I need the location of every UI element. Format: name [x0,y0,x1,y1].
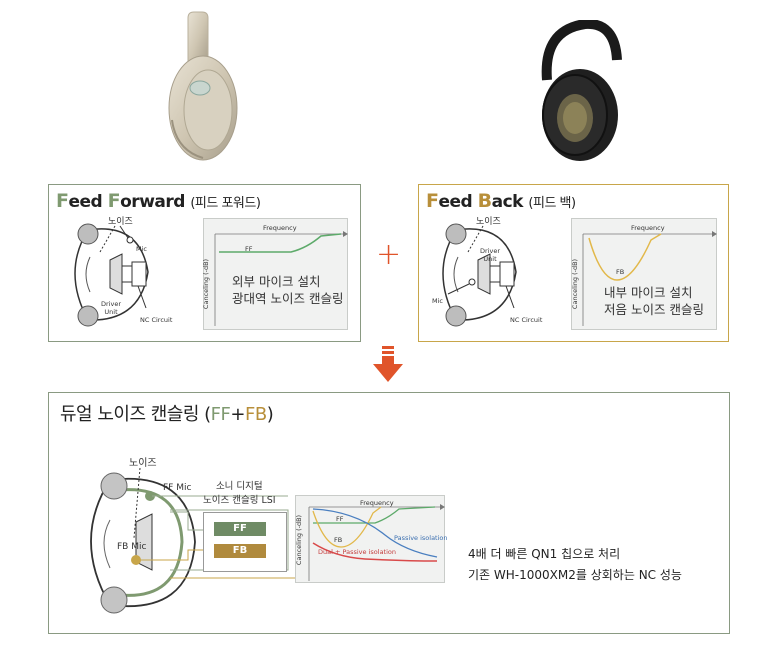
dual-ff-mic-label: FF Mic [163,483,192,493]
dual-graph-axis: Canceling (-dB) [295,514,304,566]
dual-lsi-line-1: 소니 디지털 [215,481,263,492]
dual-passive-curve [312,508,438,558]
dual-noise-label: 노이즈 [129,458,157,469]
fb-mic-label: Mic [432,297,443,305]
fb-noise-label: 노이즈 [476,217,501,227]
fb-driver-label: Driver Unit [480,247,501,263]
fb-description-line-1: 내부 마이크 설치 [604,285,693,300]
dual-fb-curve [312,506,382,548]
fb-title-korean: (피드 백) [528,196,576,211]
ff-title-part-1: eed [68,192,108,212]
ff-graph-axis: Canceling (-dB) [202,258,211,310]
dual-lsi-label: 소니 디지털 노이즈 캔슬링 LSI [203,478,276,506]
fb-graph [571,218,717,330]
ff-graph [203,218,348,330]
dual-description-line-2: 기존 WH-1000XM2를 상회하는 NC 성능 [468,568,682,582]
lsi-chip-ff: FF [214,522,266,536]
fb-curve [588,233,662,281]
dual-ff-curve [313,506,436,524]
fb-nc-circuit-label: NC Circuit [510,316,543,324]
lsi-chip-box [203,512,287,572]
dual-title-ff: FF [210,404,231,425]
dual-title-main: 듀얼 노이즈 캔슬링 ( [60,404,211,425]
fb-ear-diagram [442,223,517,327]
fb-description-line-2: 저음 노이즈 캔슬링 [604,302,704,317]
fb-title-initial-1: F [426,190,439,212]
dual-lsi-line-2: 노이즈 캔슬링 LSI [203,495,276,506]
dual-fb-curve-label: FB [334,536,343,544]
dual-combined-curve-label: Dual + Passive isolation [318,548,397,556]
fb-graph-frequency: Frequency [631,224,665,232]
dual-panel-title: 듀얼 노이즈 캔슬링 (FF+FB) [60,400,274,426]
fb-panel-title: Feed Back (피드 백) [426,190,576,212]
dual-graph-plot [308,504,445,581]
dual-description: 4배 더 빠른 QN1 칩으로 처리 기존 WH-1000XM2를 상회하는 N… [468,544,682,586]
fb-title-part-1: eed [438,192,478,212]
ff-title-initial-2: F [107,190,121,212]
plus-sign: + [376,237,402,272]
fb-graph-axis: Canceling (-dB) [571,258,580,310]
ff-curve [219,233,342,253]
lsi-chip-fb: FB [214,544,266,558]
ff-nc-circuit-label: NC Circuit [140,316,173,324]
dual-combined-curve [312,542,438,562]
dual-title-end: ) [266,404,274,425]
ff-noise-label: 노이즈 [108,217,133,227]
ff-curve-label: FF [245,245,253,253]
fb-graph-plot [582,231,717,326]
ff-title-part-2: orward [120,192,185,212]
down-arrow-icon [373,346,403,382]
ff-description-line-2: 광대역 노이즈 캔슬링 [232,291,344,306]
dual-graph-frequency: Frequency [360,499,394,507]
fb-curve-label: FB [616,268,625,276]
ff-panel-title: Feed Forward (피드 포워드) [56,190,261,212]
dual-ear-diagram [90,467,298,614]
ff-graph-frequency: Frequency [263,224,297,232]
fb-description: 내부 마이크 설치 저음 노이즈 캔슬링 [604,284,704,318]
dual-passive-curve-label: Passive isolation [394,534,448,542]
dual-ff-curve-label: FF [336,515,344,523]
ff-graph-plot [214,231,348,326]
ff-driver-label: Driver Unit [101,300,122,316]
dual-description-line-1: 4배 더 빠른 QN1 칩으로 처리 [468,547,621,561]
dual-fb-mic-label: FB Mic [117,542,147,552]
ff-description-line-1: 외부 마이크 설치 [232,274,321,289]
ff-description: 외부 마이크 설치 광대역 노이즈 캔슬링 [232,273,343,307]
headphone-black-image [541,20,622,161]
headphone-silver-image [168,11,238,161]
fb-title-part-2: ack [491,192,524,212]
ff-ear-diagram [74,223,149,327]
dual-title-plus: + [230,404,245,425]
dual-title-fb: FB [244,404,267,425]
ff-title-korean: (피드 포워드) [190,196,261,211]
ff-mic-label: Mic [136,245,147,253]
fb-title-initial-2: B [477,190,492,212]
ff-title-initial-1: F [56,190,69,212]
